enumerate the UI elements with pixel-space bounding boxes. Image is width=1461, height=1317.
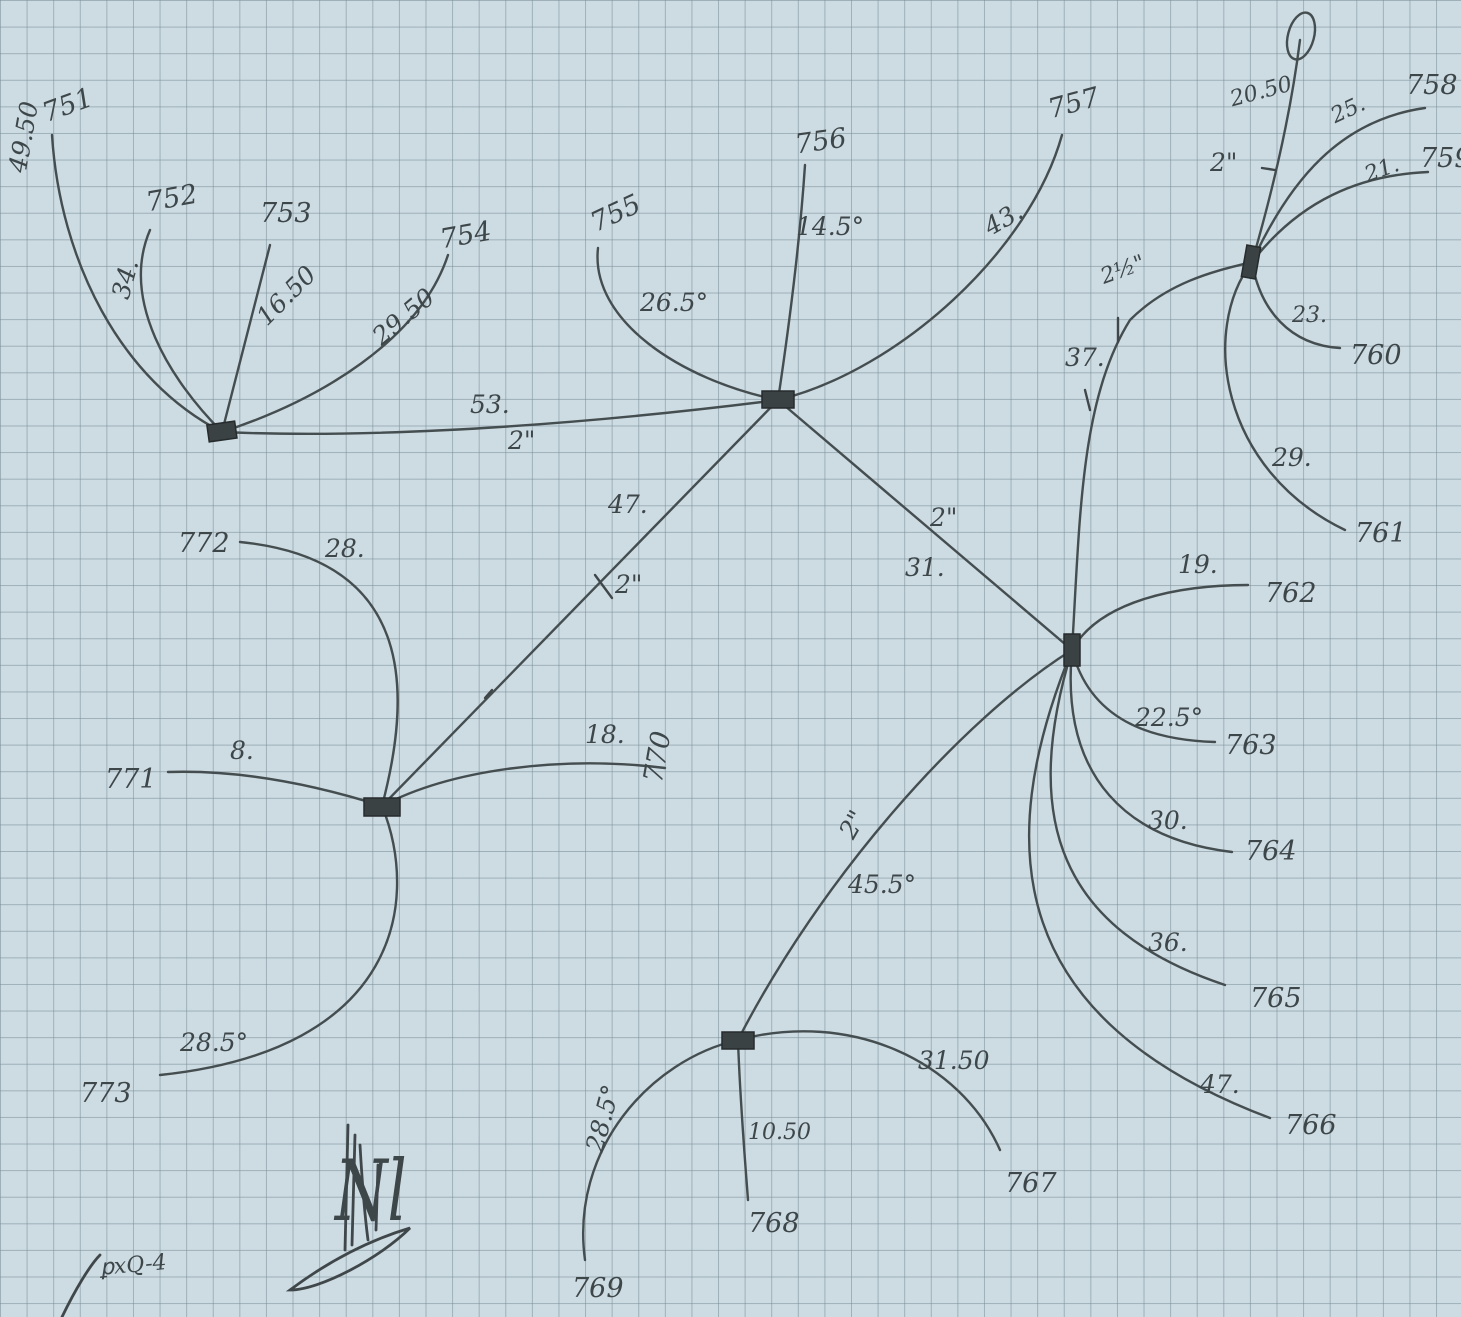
junction-box-a bbox=[207, 421, 237, 442]
length-768: 10.50 bbox=[748, 1122, 811, 1144]
length-770: 18. bbox=[585, 722, 625, 747]
length-772: 28. bbox=[325, 536, 365, 561]
length-761: 29. bbox=[1272, 445, 1312, 470]
length-767: 31.50 bbox=[918, 1048, 990, 1073]
tick-d-e bbox=[1085, 390, 1090, 410]
node-label-753: 753 bbox=[260, 200, 312, 227]
wire-e-761 bbox=[1225, 262, 1345, 530]
length-765: 36. bbox=[1148, 930, 1188, 955]
node-label-764: 764 bbox=[1245, 838, 1297, 865]
wire-c-771 bbox=[168, 772, 382, 806]
node-label-766: 766 bbox=[1285, 1112, 1337, 1139]
node-label-765: 765 bbox=[1250, 985, 1302, 1012]
trunk-d-e-length: 37. bbox=[1065, 345, 1105, 370]
wire-a-752 bbox=[141, 230, 222, 432]
wire-b-d-trunk bbox=[778, 400, 1072, 650]
wire-b-756 bbox=[778, 165, 805, 400]
wire-d-e-trunk bbox=[1072, 262, 1252, 650]
junction-box-b bbox=[762, 391, 794, 408]
length-762: 19. bbox=[1178, 552, 1218, 577]
wire-c-770 bbox=[382, 763, 665, 806]
junction-box-d bbox=[1064, 634, 1080, 666]
wire-e-top bbox=[1252, 40, 1300, 262]
wire-b-755 bbox=[598, 248, 778, 400]
node-label-772: 772 bbox=[178, 530, 230, 557]
node-label-771: 771 bbox=[105, 766, 157, 793]
wire-d-765 bbox=[1051, 650, 1225, 985]
wire-e-759 bbox=[1252, 172, 1428, 262]
length-760: 23. bbox=[1292, 305, 1327, 327]
wire-d-762 bbox=[1072, 585, 1248, 650]
trunk-b-d-length: 31. bbox=[905, 555, 945, 580]
node-label-758: 758 bbox=[1406, 72, 1458, 99]
node-label-761: 761 bbox=[1355, 520, 1407, 547]
wire-a-753 bbox=[222, 245, 270, 432]
junction-box-e bbox=[1241, 245, 1260, 279]
trunk-b-c-length: 47. bbox=[608, 492, 648, 517]
trunk-a-b-size: 2" bbox=[508, 428, 535, 453]
top-terminal-loop bbox=[1282, 9, 1320, 62]
length-756: 14.5° bbox=[796, 214, 864, 239]
signature-text: Nl bbox=[335, 1150, 407, 1234]
length-773: 28.5° bbox=[180, 1030, 248, 1055]
length-771: 8. bbox=[230, 738, 254, 763]
node-label-756: 756 bbox=[793, 125, 848, 159]
trunk-e-top-size: 2" bbox=[1210, 150, 1237, 175]
node-label-762: 762 bbox=[1265, 580, 1317, 607]
node-label-768: 768 bbox=[748, 1210, 800, 1237]
junction-box-f bbox=[722, 1032, 754, 1049]
trunk-a-b-length: 53. bbox=[470, 392, 510, 417]
trunk-d-f-length: 45.5° bbox=[848, 872, 916, 897]
node-label-773: 773 bbox=[80, 1080, 132, 1107]
node-label-759: 759 bbox=[1420, 145, 1461, 172]
length-755: 26.5° bbox=[640, 290, 708, 315]
wire-b-757 bbox=[778, 135, 1062, 400]
wire-d-f-trunk bbox=[738, 650, 1072, 1040]
wire-b-c-trunk bbox=[382, 400, 778, 806]
handwritten-note-text: ꝑxQ-4 bbox=[99, 1252, 167, 1280]
handwritten-note bbox=[62, 1255, 100, 1317]
node-label-769: 769 bbox=[572, 1275, 624, 1302]
length-766: 47. bbox=[1200, 1072, 1240, 1097]
wire-f-768 bbox=[738, 1040, 748, 1200]
trunk-b-d-size: 2" bbox=[930, 505, 957, 530]
wire-c-772 bbox=[240, 542, 398, 806]
node-label-763: 763 bbox=[1225, 732, 1277, 759]
node-label-767: 767 bbox=[1005, 1170, 1057, 1197]
wire-a-754 bbox=[222, 255, 448, 432]
tick-e-top bbox=[1262, 168, 1275, 170]
trunk-b-c-size: 2" bbox=[615, 572, 642, 597]
length-764: 30. bbox=[1148, 808, 1188, 833]
junction-box-c bbox=[364, 798, 400, 816]
node-label-760: 760 bbox=[1350, 342, 1402, 369]
length-763: 22.5° bbox=[1135, 705, 1203, 730]
wire-e-758 bbox=[1252, 108, 1425, 262]
